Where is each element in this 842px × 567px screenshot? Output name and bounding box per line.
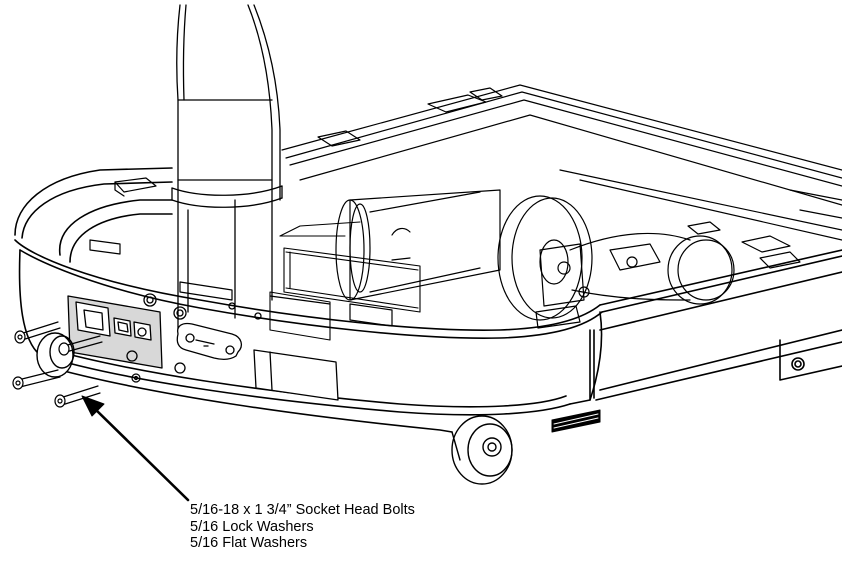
rear-wheel (451, 415, 513, 485)
bolt-middle-left (12, 369, 61, 390)
callout-line-bolts: 5/16-18 x 1 3/4” Socket Head Bolts (190, 502, 415, 518)
front-panel (67, 293, 339, 401)
drive-motor (335, 189, 735, 321)
bolt-upper (14, 321, 61, 344)
vent-grille (551, 409, 601, 433)
hardware-callout: 5/16-18 x 1 3/4” Socket Head Bolts 5/16 … (190, 502, 415, 552)
callout-line-flat-washers: 5/16 Flat Washers (190, 535, 308, 551)
bolt-lower (54, 385, 101, 408)
frame-rails (281, 84, 842, 269)
control-board (269, 221, 421, 341)
upright-post (171, 4, 283, 331)
arrow-up-left-icon (81, 395, 190, 502)
socket-head-bolt-icon (12, 321, 141, 408)
hood-shell (14, 167, 842, 433)
bolt-panel (58, 335, 103, 356)
shell-top-pads (89, 177, 581, 329)
callout-line-lock-washers: 5/16 Lock Washers (190, 518, 314, 535)
